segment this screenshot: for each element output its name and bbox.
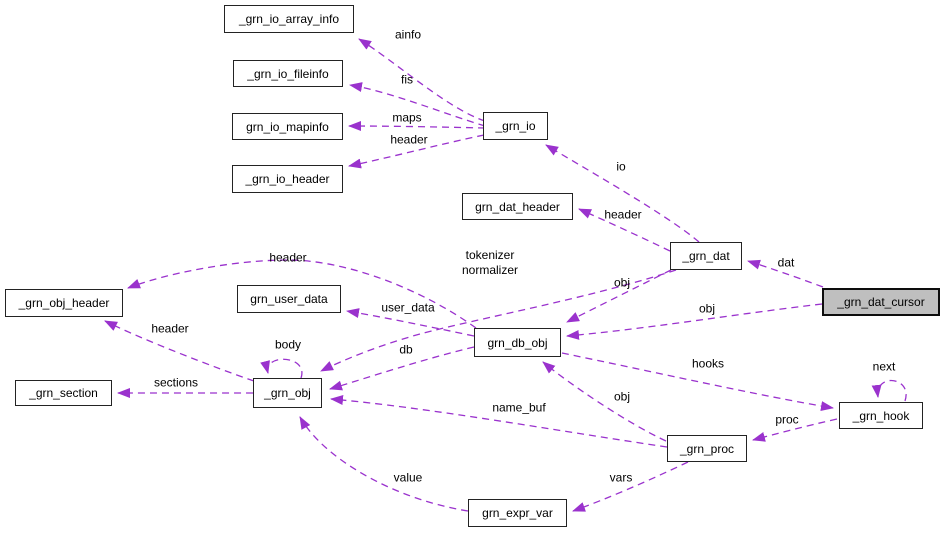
edge-label-fis: fis [401,72,413,87]
node-grn-io-array-info[interactable]: _grn_io_array_info [224,5,354,33]
edge-user-data [346,308,475,337]
edge-body-loop [260,358,303,379]
edge-label-maps: maps [392,110,422,125]
edge-header-io [348,134,485,169]
edge-tokenizer-normalizer [320,269,677,372]
node-grn-io-fileinfo[interactable]: _grn_io_fileinfo [233,60,343,87]
edge-label-name-buf: name_buf [492,400,546,415]
node-grn-dat[interactable]: _grn_dat [670,242,742,270]
edge-header-db [127,259,477,329]
node-grn-proc[interactable]: _grn_proc [667,435,747,462]
edge-proc [752,418,838,442]
node-grn-expr-var[interactable]: grn_expr_var [468,499,567,527]
edge-vars [572,461,689,512]
node-grn-dat-header[interactable]: grn_dat_header [462,193,573,220]
edge-label-proc: proc [775,412,799,427]
edge-label-value: value [393,470,423,485]
edge-dat [747,259,824,288]
node-grn-io[interactable]: _grn_io [483,112,548,140]
edge-label-obj-proc: obj [613,389,631,404]
edge-obj-proc [542,361,667,442]
edge-label-header-db: header [269,250,307,265]
edge-maps [348,121,486,132]
edge-name-buf [330,395,668,448]
node-grn-obj-header[interactable]: _grn_obj_header [5,289,123,317]
node-grn-dat-cursor[interactable]: _grn_dat_cursor [822,288,940,316]
edge-label-dat: dat [777,255,795,270]
edge-label-db: db [399,342,413,357]
edge-label-body: body [274,337,302,352]
edge-ainfo [358,38,486,122]
edge-label-sections: sections [153,375,199,390]
node-grn-hook[interactable]: _grn_hook [839,402,923,429]
edge-label-header-io: header [390,132,428,147]
edge-obj-cursor [566,303,823,340]
node-grn-db-obj[interactable]: grn_db_obj [474,328,561,357]
edge-label-ainfo: ainfo [394,27,422,42]
node-grn-io-mapinfo[interactable]: grn_io_mapinfo [232,113,343,140]
node-grn-obj[interactable]: _grn_obj [253,378,322,408]
node-grn-io-header[interactable]: _grn_io_header [232,165,343,193]
edge-next-loop [871,379,907,402]
edge-db [329,346,475,391]
edge-label-vars: vars [609,470,633,485]
edge-label-hooks: hooks [691,356,725,371]
edge-label-io: io [616,159,626,174]
edge-label-user-data: user_data [381,300,435,315]
node-grn-section[interactable]: _grn_section [15,380,112,406]
node-grn-user-data[interactable]: grn_user_data [237,285,341,313]
edge-label-obj-dat: obj [613,275,631,290]
edge-hooks [561,352,834,411]
edge-fis [349,82,486,127]
edge-label-header-dat: header [604,207,642,222]
edge-label-header-obj: header [151,321,189,336]
edge-label-next: next [872,359,896,374]
edge-value [299,416,469,512]
edge-io [545,144,700,243]
edge-header-dat [578,208,671,252]
edge-label-obj-cursor: obj [698,301,716,316]
edge-label-tokenizer-normalizer: tokenizer normalizer [461,248,519,277]
edge-header-obj [104,320,255,382]
